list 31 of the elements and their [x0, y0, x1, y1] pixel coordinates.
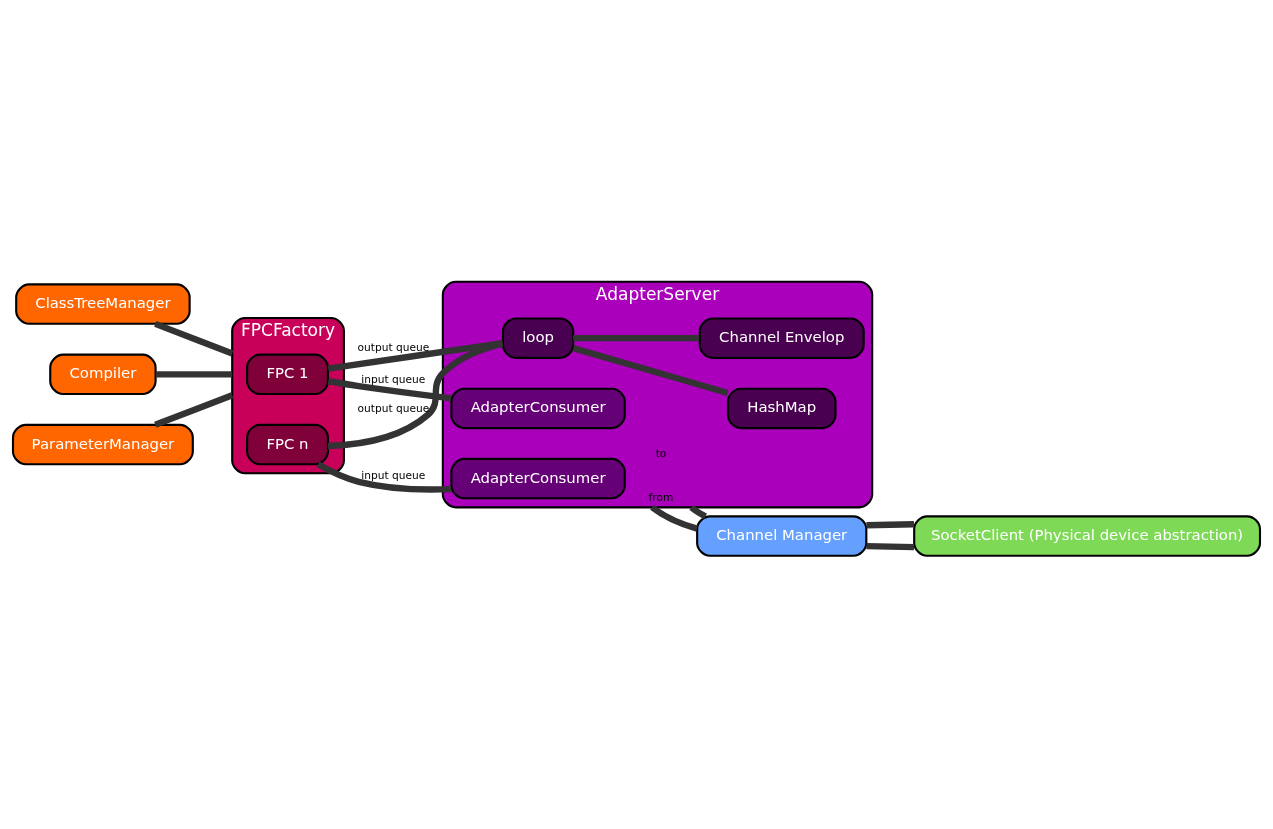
- node-box: AdapterConsumer: [450, 387, 626, 430]
- connector: [327, 378, 452, 402]
- connector: [154, 392, 234, 428]
- connector: [327, 340, 504, 372]
- connector: [689, 504, 707, 520]
- connector: [316, 461, 452, 493]
- node-box: FPC n: [246, 423, 329, 466]
- node-box: ParameterManager: [11, 423, 194, 466]
- node-box: ClassTreeManager: [15, 283, 191, 325]
- edge-label: input queue: [361, 372, 426, 386]
- node-box: HashMap: [726, 387, 837, 430]
- node-box: Channel Envelop: [698, 317, 865, 359]
- connector: [155, 371, 233, 378]
- edge-label: input queue: [361, 468, 426, 482]
- node-box: loop: [501, 317, 575, 359]
- connector: [154, 320, 234, 357]
- connector: [327, 340, 504, 450]
- node-box: SocketClient (Physical device abstraction): [913, 515, 1262, 557]
- connector: [866, 521, 915, 529]
- node-box: FPC 1: [246, 353, 329, 396]
- edge-label: to: [655, 447, 667, 461]
- node-box: Compiler: [49, 353, 157, 396]
- node-box: Channel Manager: [696, 515, 868, 557]
- node-box: AdapterConsumer: [450, 457, 626, 500]
- edge-label: from: [648, 490, 674, 504]
- connector: [573, 334, 700, 342]
- edge-label: output queue: [357, 340, 430, 354]
- connector: [650, 504, 698, 532]
- connector: [572, 345, 729, 397]
- connector: [866, 543, 915, 551]
- edge-label: output queue: [357, 401, 430, 415]
